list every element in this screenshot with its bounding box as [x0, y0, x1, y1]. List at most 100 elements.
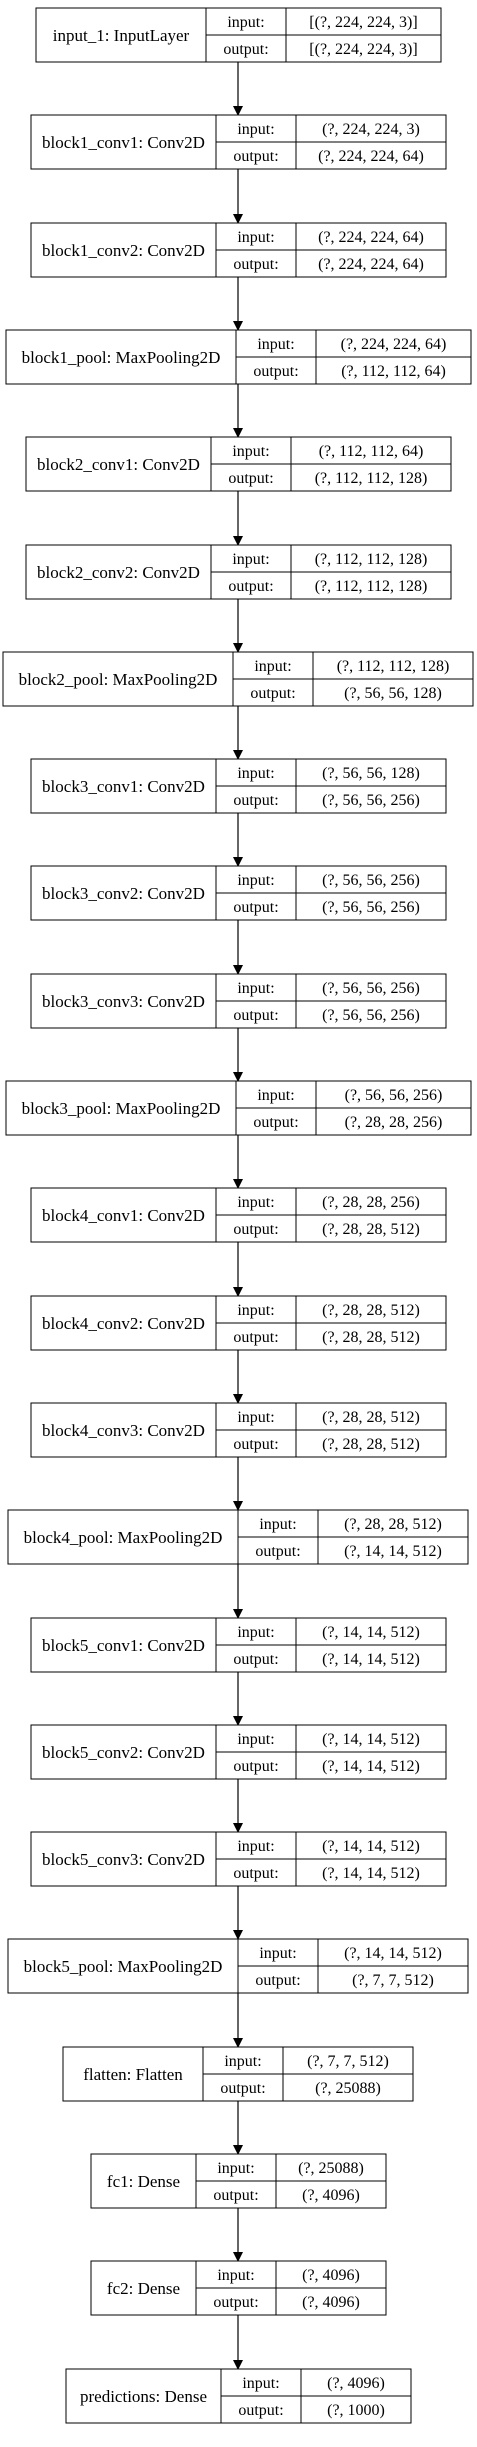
output-shape: (?, 112, 112, 128) — [315, 470, 428, 487]
input-shape: (?, 14, 14, 512) — [322, 1624, 420, 1641]
input-shape: (?, 14, 14, 512) — [322, 1838, 420, 1855]
input-shape: (?, 4096) — [327, 2375, 385, 2392]
output-label: output: — [233, 1651, 278, 1668]
input-label: input: — [217, 2160, 254, 2177]
output-label: output: — [233, 1221, 278, 1238]
output-shape: (?, 56, 56, 256) — [322, 792, 420, 809]
input-label: input: — [237, 1194, 274, 1211]
output-shape: (?, 14, 14, 512) — [322, 1651, 420, 1668]
output-shape: (?, 56, 56, 128) — [344, 685, 442, 702]
layer-node: block4_pool: MaxPooling2D input: output: (?… — [7, 1509, 469, 1565]
input-label: input: — [237, 1838, 274, 1855]
input-shape: (?, 56, 56, 256) — [322, 872, 420, 889]
layer-name: fc2: Dense — [107, 2279, 180, 2298]
layer-name: block2_pool: MaxPooling2D — [19, 670, 218, 689]
input-shape: (?, 25088) — [298, 2160, 364, 2177]
input-shape: (?, 14, 14, 512) — [344, 1945, 442, 1962]
input-shape: (?, 56, 56, 256) — [322, 980, 420, 997]
input-label: input: — [237, 872, 274, 889]
output-label: output: — [233, 256, 278, 273]
input-shape: (?, 28, 28, 512) — [322, 1409, 420, 1426]
layer-node: block1_conv2: Conv2D input: output: (?, 224… — [30, 222, 447, 278]
input-shape: (?, 14, 14, 512) — [322, 1731, 420, 1748]
output-shape: (?, 14, 14, 512) — [322, 1758, 420, 1775]
input-shape: (?, 28, 28, 512) — [344, 1516, 442, 1533]
layer-name: predictions: Dense — [80, 2387, 207, 2406]
layer-name: block5_conv2: Conv2D — [42, 1743, 205, 1762]
output-shape: (?, 14, 14, 512) — [344, 1543, 442, 1560]
input-label: input: — [259, 1516, 296, 1533]
layer-node: block4_conv1: Conv2D input: output: (?, 28,… — [30, 1187, 447, 1243]
input-shape: (?, 112, 112, 64) — [319, 443, 424, 460]
output-label: output: — [255, 1543, 300, 1560]
output-shape: (?, 4096) — [302, 2187, 360, 2204]
output-label: output: — [233, 1436, 278, 1453]
output-label: output: — [220, 2080, 265, 2097]
input-label: input: — [259, 1945, 296, 1962]
layer-node: predictions: Dense input: output: (?, 4096)… — [65, 2368, 412, 2424]
output-label: output: — [250, 685, 295, 702]
input-label: input: — [254, 658, 291, 675]
input-shape: (?, 7, 7, 512) — [307, 2053, 389, 2070]
nodes: input_1: InputLayer input: output: [(?, 224… — [2, 7, 474, 2424]
input-label: input: — [217, 2267, 254, 2284]
output-shape: (?, 28, 28, 512) — [322, 1221, 420, 1238]
output-label: output: — [233, 792, 278, 809]
layer-node: block3_conv3: Conv2D input: output: (?, 56,… — [30, 973, 447, 1029]
layer-node: block1_pool: MaxPooling2Dinput:output:(?… — [5, 329, 472, 385]
output-shape: (?, 56, 56, 256) — [322, 899, 420, 916]
layer-node: block2_pool: MaxPooling2D input: output: (?… — [2, 651, 474, 707]
layer-node: block5_pool: MaxPooling2Dinput:output:(?… — [7, 1938, 469, 1994]
output-shape: (?, 4096) — [302, 2294, 360, 2311]
output-label: output: — [233, 1007, 278, 1024]
output-label: output: — [228, 578, 273, 595]
input-label: input: — [237, 1731, 274, 1748]
output-label: output: — [238, 2402, 283, 2419]
layer-node: block2_conv1: Conv2D input: output: (?, 112… — [25, 436, 452, 492]
output-shape: (?, 224, 224, 64) — [318, 256, 424, 273]
output-label: output: — [233, 1865, 278, 1882]
layer-name: block4_conv1: Conv2D — [42, 1206, 205, 1225]
layer-node: block3_pool: MaxPooling2Dinput:output:(?… — [5, 1080, 472, 1136]
input-label: input: — [237, 980, 274, 997]
input-shape: (?, 4096) — [302, 2267, 360, 2284]
input-label: input: — [224, 2053, 261, 2070]
output-shape: (?, 56, 56, 256) — [322, 1007, 420, 1024]
input-label: input: — [237, 1302, 274, 1319]
output-label: output: — [233, 148, 278, 165]
output-label: output: — [228, 470, 273, 487]
output-shape: (?, 1000) — [327, 2402, 385, 2419]
input-label: input: — [237, 1409, 274, 1426]
input-shape: (?, 224, 224, 3) — [322, 121, 420, 138]
input-label: input: — [237, 121, 274, 138]
layer-name: block1_conv2: Conv2D — [42, 241, 205, 260]
output-label: output: — [253, 1114, 298, 1131]
output-shape: (?, 28, 28, 512) — [322, 1329, 420, 1346]
layer-name: input_1: InputLayer — [53, 26, 190, 45]
layer-name: block3_conv2: Conv2D — [42, 884, 205, 903]
input-shape: (?, 56, 56, 128) — [322, 765, 420, 782]
layer-name: block4_pool: MaxPooling2D — [24, 1528, 223, 1547]
input-label: input: — [237, 229, 274, 246]
output-shape: (?, 224, 224, 64) — [318, 148, 424, 165]
layer-name: block2_conv1: Conv2D — [37, 455, 200, 474]
input-label: input: — [242, 2375, 279, 2392]
output-shape: [(?, 224, 224, 3)] — [309, 41, 417, 58]
layer-name: block3_conv3: Conv2D — [42, 992, 205, 1011]
layer-name: block1_conv1: Conv2D — [42, 133, 205, 152]
input-label: input: — [232, 443, 269, 460]
layer-name: block5_conv1: Conv2D — [42, 1636, 205, 1655]
output-shape: (?, 28, 28, 256) — [345, 1114, 443, 1131]
input-shape: (?, 112, 112, 128) — [315, 551, 428, 568]
layer-name: block4_conv2: Conv2D — [42, 1314, 205, 1333]
